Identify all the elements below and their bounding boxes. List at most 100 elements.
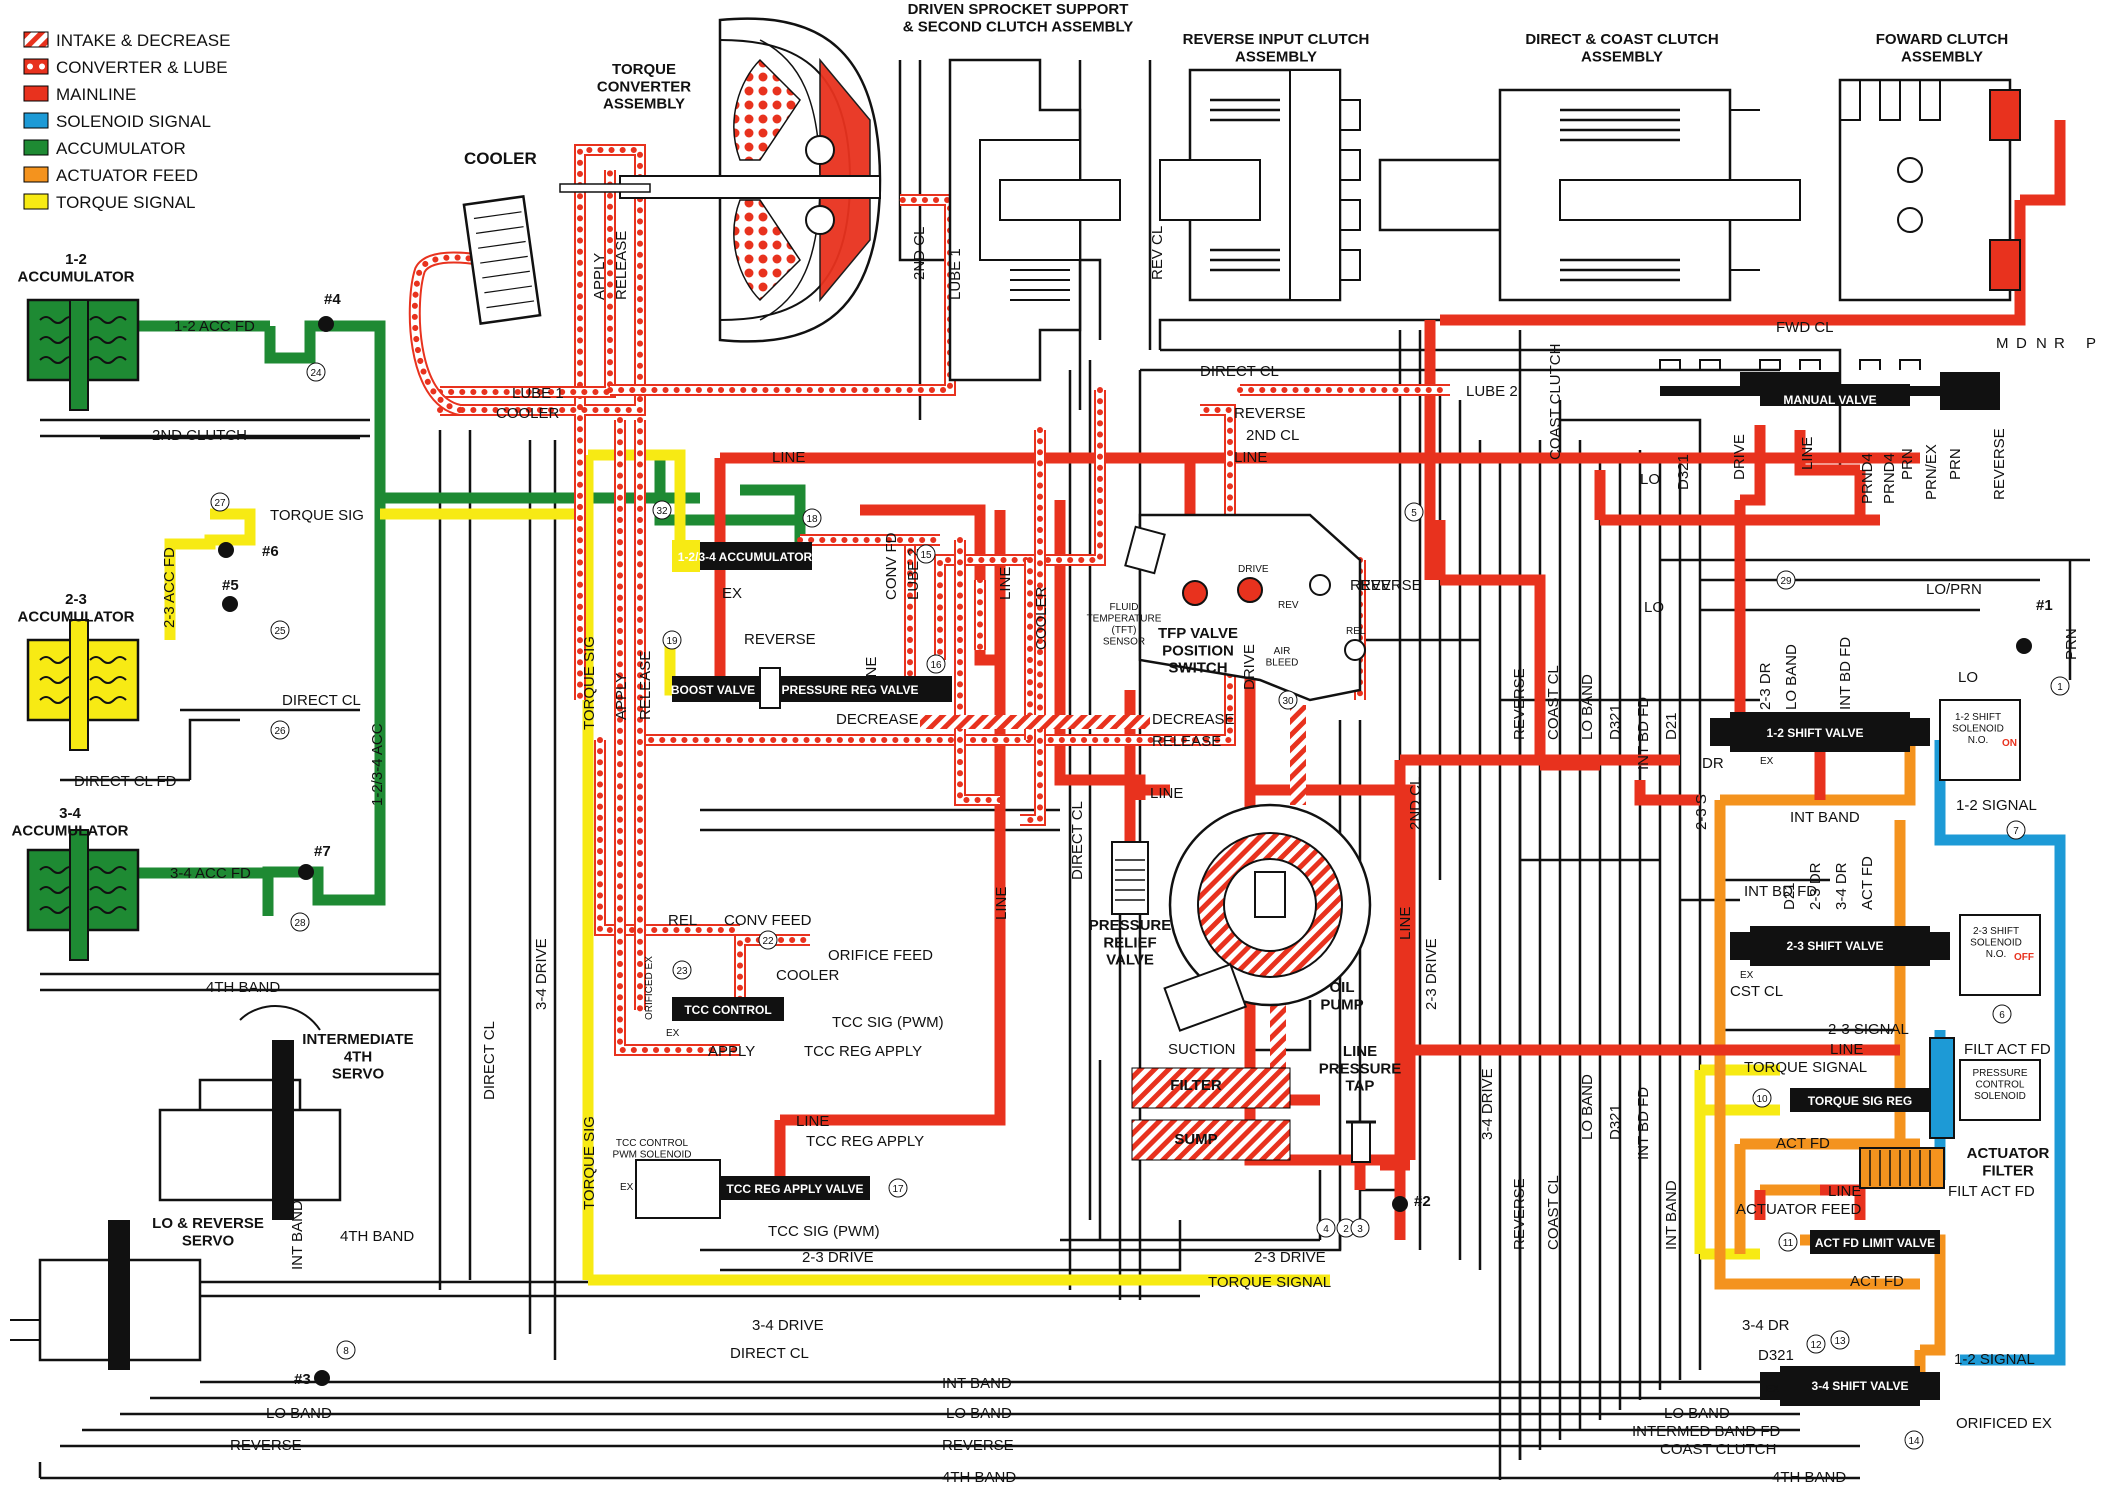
vertical-labels: 1-2/3-4 ACC 2-3 ACC FD 3-4 DRIVE DIRECT … — [161, 226, 2080, 1270]
vlabel: 3-4 DR — [1833, 862, 1850, 910]
vlabel: D21 — [1781, 882, 1798, 910]
orifice-numbers: 1 2 3 4 5 6 7 8 10 11 12 13 14 15 16 17 … — [210, 362, 2070, 1450]
vlabel: APPLY — [613, 673, 630, 720]
svg-text:3: 3 — [1357, 1224, 1363, 1235]
vlabel: 2-3 S — [1693, 794, 1710, 830]
vlabel: INT BD FD — [1635, 1087, 1652, 1160]
passage-label: 2-3 DRIVE — [1254, 1249, 1326, 1266]
vlabel: PRN — [1899, 448, 1916, 480]
title-cooler: COOLER — [464, 149, 537, 168]
passage-label: TORQUE SIG — [270, 507, 364, 524]
orificed-ex-label: ORIFICED EX — [644, 956, 655, 1020]
title-filter: FILTER — [1170, 1077, 1222, 1094]
direct-coast-clutch — [1378, 88, 1801, 302]
svg-text:2: 2 — [1343, 1224, 1349, 1235]
passage-label: COOLER — [496, 405, 560, 422]
passage-label: FILT ACT FD — [1964, 1041, 2051, 1058]
orifice: 28 — [290, 912, 310, 932]
boost-pressure-reg-valve: BOOST VALVE PRESSURE REG VALVE — [671, 667, 952, 709]
orifice: 17 — [888, 1178, 908, 1198]
passage-label: ACTUATOR FEED — [1736, 1201, 1861, 1218]
ball-label: #6 — [262, 543, 279, 560]
ex-label: EX — [1766, 1384, 1780, 1395]
passage-label: LO BAND — [946, 1405, 1012, 1422]
vlabel: APPLY — [591, 253, 608, 300]
legend-swatch-mainline — [23, 85, 49, 102]
passage-label: 2ND CL — [1246, 427, 1299, 444]
accumulator-valve-1234: 1-2/3-4 ACCUMULATOR — [672, 540, 813, 572]
svg-text:7: 7 — [2013, 826, 2019, 837]
vlabel: 2-3 DRIVE — [1423, 938, 1440, 1010]
passage-label: 1-2 SIGNAL — [1954, 1351, 2035, 1368]
passage-label: 3-4 DRIVE — [752, 1317, 824, 1334]
vlabel: CONV FD — [883, 532, 900, 600]
shift-valve-3-4: 3-4 SHIFT VALVE — [1760, 1366, 1940, 1406]
passage-label: ORIFICED EX — [1956, 1415, 2052, 1432]
vlabel: INT BAND — [289, 1200, 306, 1270]
valve-label: ACT FD LIMIT VALVE — [1815, 1236, 1935, 1250]
actuator-filter — [1859, 1147, 1945, 1189]
passage-label: REVERSE — [942, 1437, 1014, 1454]
sol-23-state: OFF — [2014, 952, 2034, 963]
svg-text:13: 13 — [1834, 1336, 1846, 1347]
vlabel: ACT FD — [1859, 856, 1876, 910]
passage-label: LUBE 1 — [512, 385, 564, 402]
legend-label: INTAKE & DECREASE — [56, 31, 230, 50]
vlabel: LO BAND — [1783, 644, 1800, 710]
svg-text:11: 11 — [1783, 1238, 1794, 1249]
legend-swatch-converter — [23, 58, 49, 75]
valve-label: 3-4 SHIFT VALVE — [1812, 1379, 1909, 1393]
passage-label: INTERMED BAND FD — [1632, 1423, 1781, 1440]
gear-letters: M D N R P — [1996, 335, 2096, 352]
vlabel: PRN — [1947, 448, 1964, 480]
vlabel: REVERSE — [1511, 668, 1528, 740]
vlabel: PRN/EX — [1923, 444, 1940, 500]
reverse-input-clutch — [1159, 68, 1361, 302]
orifice: 10 — [1752, 1088, 1772, 1108]
passage-label: LUBE 2 — [1466, 383, 1518, 400]
valve-label: 1-2/3-4 ACCUMULATOR — [678, 550, 813, 564]
ex-label: EX — [722, 585, 742, 602]
passage-label: TCC SIG (PWM) — [768, 1223, 880, 1240]
legend-label: CONVERTER & LUBE — [56, 58, 228, 77]
legend: INTAKE & DECREASE CONVERTER & LUBE MAINL… — [23, 31, 230, 212]
passage-label: REVERSE — [744, 631, 816, 648]
passage-label: TCC REG APPLY — [806, 1133, 924, 1150]
svg-text:14: 14 — [1908, 1436, 1920, 1447]
passage-label: LINE — [1828, 1183, 1861, 1200]
vlabel: RELEASE — [637, 651, 654, 720]
vlabel: 1-2/3-4 ACC — [369, 723, 386, 806]
passage-label: 2ND CLUTCH — [152, 427, 247, 444]
port-rev: REV — [1278, 600, 1299, 611]
passage-label: DIRECT CL FD — [74, 773, 177, 790]
orifice: 3 — [1350, 1218, 1370, 1238]
passage-label: LINE — [1150, 785, 1183, 802]
orifice: 1 — [2050, 676, 2070, 696]
orifice: 22 — [758, 930, 778, 950]
tcc-control-valve: TCC CONTROL — [672, 997, 784, 1021]
orifice: 5 — [1404, 502, 1424, 522]
gear-letter: M — [1996, 335, 2009, 352]
legend-swatch-accumulator — [23, 139, 49, 156]
passage-label: TCC REG APPLY — [804, 1043, 922, 1060]
ball-labels: #1 #2 #3 #4 #5 #6 #7 — [222, 291, 2053, 1388]
vlabel: D321 — [1607, 704, 1624, 740]
svg-text:25: 25 — [274, 626, 286, 637]
check-balls — [218, 316, 2032, 1386]
check-ball-2 — [1392, 1196, 1408, 1212]
intermediate-4th-servo — [158, 1005, 342, 1220]
svg-text:16: 16 — [930, 660, 942, 671]
passage-label: DIRECT CL — [730, 1345, 809, 1362]
ex-label: EX — [620, 1182, 634, 1193]
passage-label: LINE — [796, 1113, 829, 1130]
passage-label: REL — [668, 912, 697, 929]
check-ball-6 — [218, 542, 234, 558]
